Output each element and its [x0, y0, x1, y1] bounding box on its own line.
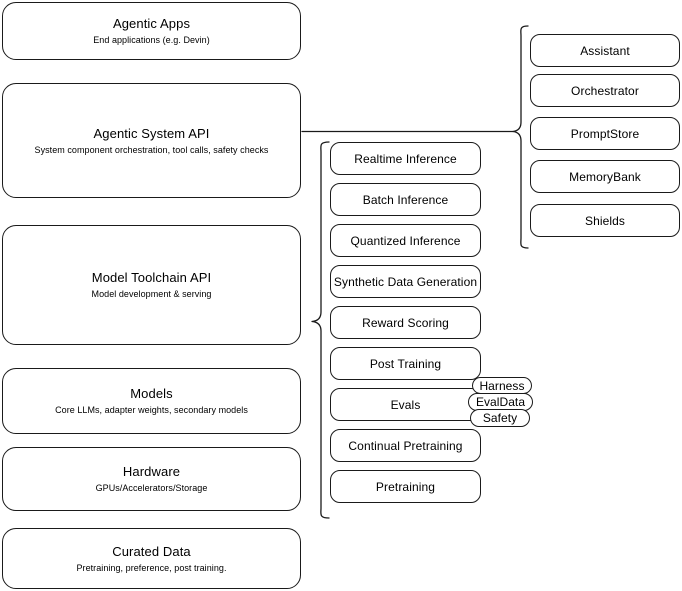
layer-title: Curated Data: [112, 543, 191, 559]
toolchain-item-reward-scoring[interactable]: Reward Scoring: [330, 306, 481, 339]
stack-layer-agentic-apps[interactable]: Agentic Apps End applications (e.g. Devi…: [2, 2, 301, 60]
stack-layer-curated-data[interactable]: Curated Data Pretraining, preference, po…: [2, 528, 301, 589]
layer-title: Hardware: [122, 464, 181, 479]
layer-subtitle: Model development & serving: [91, 289, 212, 299]
eval-badge-harness[interactable]: Harness: [472, 377, 532, 394]
stack-layer-hardware[interactable]: Hardware GPUs/Accelerators/Storage: [2, 447, 301, 511]
agentic-item-memorybank[interactable]: MemoryBank: [530, 160, 680, 193]
toolchain-item-batch-inference[interactable]: Batch Inference: [330, 183, 481, 216]
agentic-item-shields[interactable]: Shields: [530, 204, 680, 237]
layer-subtitle: End applications (e.g. Devin): [93, 35, 210, 45]
layer-subtitle: Core LLMs, adapter weights, secondary mo…: [55, 405, 248, 415]
toolchain-item-quantized-inference[interactable]: Quantized Inference: [330, 224, 481, 257]
model-toolchain-brace: [311, 141, 330, 519]
stack-layer-models[interactable]: Models Core LLMs, adapter weights, secon…: [2, 368, 301, 434]
eval-badge-safety[interactable]: Safety: [470, 409, 530, 427]
layer-subtitle: GPUs/Accelerators/Storage: [95, 483, 208, 493]
toolchain-item-realtime-inference[interactable]: Realtime Inference: [330, 142, 481, 175]
layer-title: Model Toolchain API: [91, 270, 212, 285]
stack-layer-model-toolchain-api[interactable]: Model Toolchain API Model development & …: [2, 225, 301, 345]
stack-layer-agentic-system-api[interactable]: Agentic System API System component orch…: [2, 83, 301, 198]
toolchain-item-pretraining[interactable]: Pretraining: [330, 470, 481, 503]
agentic-system-brace: [512, 25, 529, 249]
layer-title: Agentic Apps: [112, 16, 191, 31]
layer-subtitle: Pretraining, preference, post training.: [76, 562, 227, 573]
layer-title: Agentic System API: [93, 125, 210, 141]
agentic-item-assistant[interactable]: Assistant: [530, 34, 680, 67]
layer-subtitle: System component orchestration, tool cal…: [34, 144, 269, 155]
toolchain-item-synthetic-data-generation[interactable]: Synthetic Data Generation: [330, 265, 481, 298]
layer-title: Models: [130, 386, 173, 401]
agentic-item-promptstore[interactable]: PromptStore: [530, 117, 680, 150]
toolchain-item-continual-pretraining[interactable]: Continual Pretraining: [330, 429, 481, 462]
toolchain-item-post-training[interactable]: Post Training: [330, 347, 481, 380]
toolchain-item-evals[interactable]: Evals: [330, 388, 481, 421]
agentic-item-orchestrator[interactable]: Orchestrator: [530, 74, 680, 107]
